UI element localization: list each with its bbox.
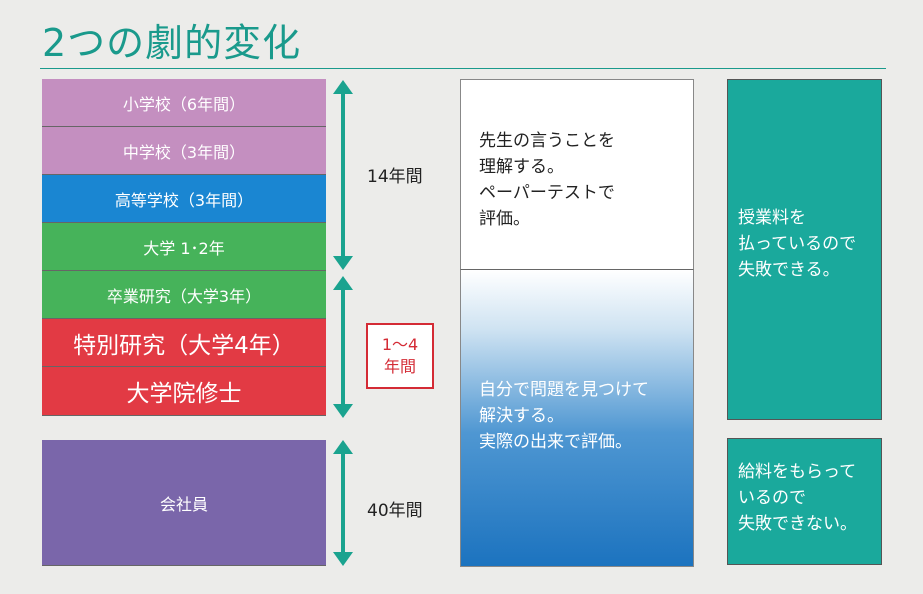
text-line: 実際の出来で評価。 — [479, 432, 632, 452]
text-line: 失敗できない。 — [738, 514, 857, 534]
stage-elementary: 小学校（6年間） — [42, 79, 326, 127]
arrow-head-up-icon — [333, 80, 353, 94]
stage-graduation-research: 卒業研究（大学3年） — [42, 271, 326, 319]
text-line: 理解する。 — [479, 157, 564, 177]
duration-14-years: 14年間 — [367, 167, 423, 187]
title-divider — [40, 68, 886, 69]
stage-junior-high: 中学校（3年間） — [42, 127, 326, 175]
duration-research-range: 1〜4 — [381, 335, 419, 354]
learning-style-school: 先生の言うことを 理解する。 ペーパーテストで 評価。 — [460, 79, 694, 269]
text-line: いるので — [738, 488, 806, 508]
text-line: ペーパーテストで — [479, 183, 615, 203]
learning-style-research: 自分で問題を見つけて 解決する。 実際の出来で評価。 — [460, 269, 694, 567]
stage-university-1-2: 大学 1･2年 — [42, 223, 326, 271]
arrow-head-down-icon — [333, 256, 353, 270]
stage-masters: 大学院修士 — [42, 367, 326, 416]
stage-special-research: 特別研究（大学4年） — [42, 319, 326, 367]
stage-high-school: 高等学校（3年間） — [42, 175, 326, 223]
arrow-head-up-icon — [333, 440, 353, 454]
failure-employee: 給料をもらって いるので 失敗できない。 — [727, 438, 882, 565]
duration-research-box: 1〜4 年間 — [366, 323, 434, 389]
arrow-head-down-icon — [333, 404, 353, 418]
text-line: 解決する。 — [479, 406, 564, 426]
text-line: 失敗できる。 — [738, 260, 840, 280]
duration-research-unit: 年間 — [383, 357, 416, 376]
duration-40-years: 40年間 — [367, 501, 423, 521]
arrow-head-up-icon — [333, 276, 353, 290]
text-line: 授業料を — [738, 208, 806, 228]
text-line: 先生の言うことを — [479, 131, 615, 151]
failure-student: 授業料を 払っているので 失敗できる。 — [727, 79, 882, 420]
arrow-head-down-icon — [333, 552, 353, 566]
stage-employee: 会社員 — [42, 440, 326, 566]
text-line: 給料をもらって — [738, 462, 857, 482]
text-line: 自分で問題を見つけて — [479, 380, 649, 400]
text-line: 払っているので — [738, 234, 857, 254]
text-line: 評価。 — [479, 209, 530, 229]
page-title: 2つの劇的変化 — [42, 21, 302, 65]
